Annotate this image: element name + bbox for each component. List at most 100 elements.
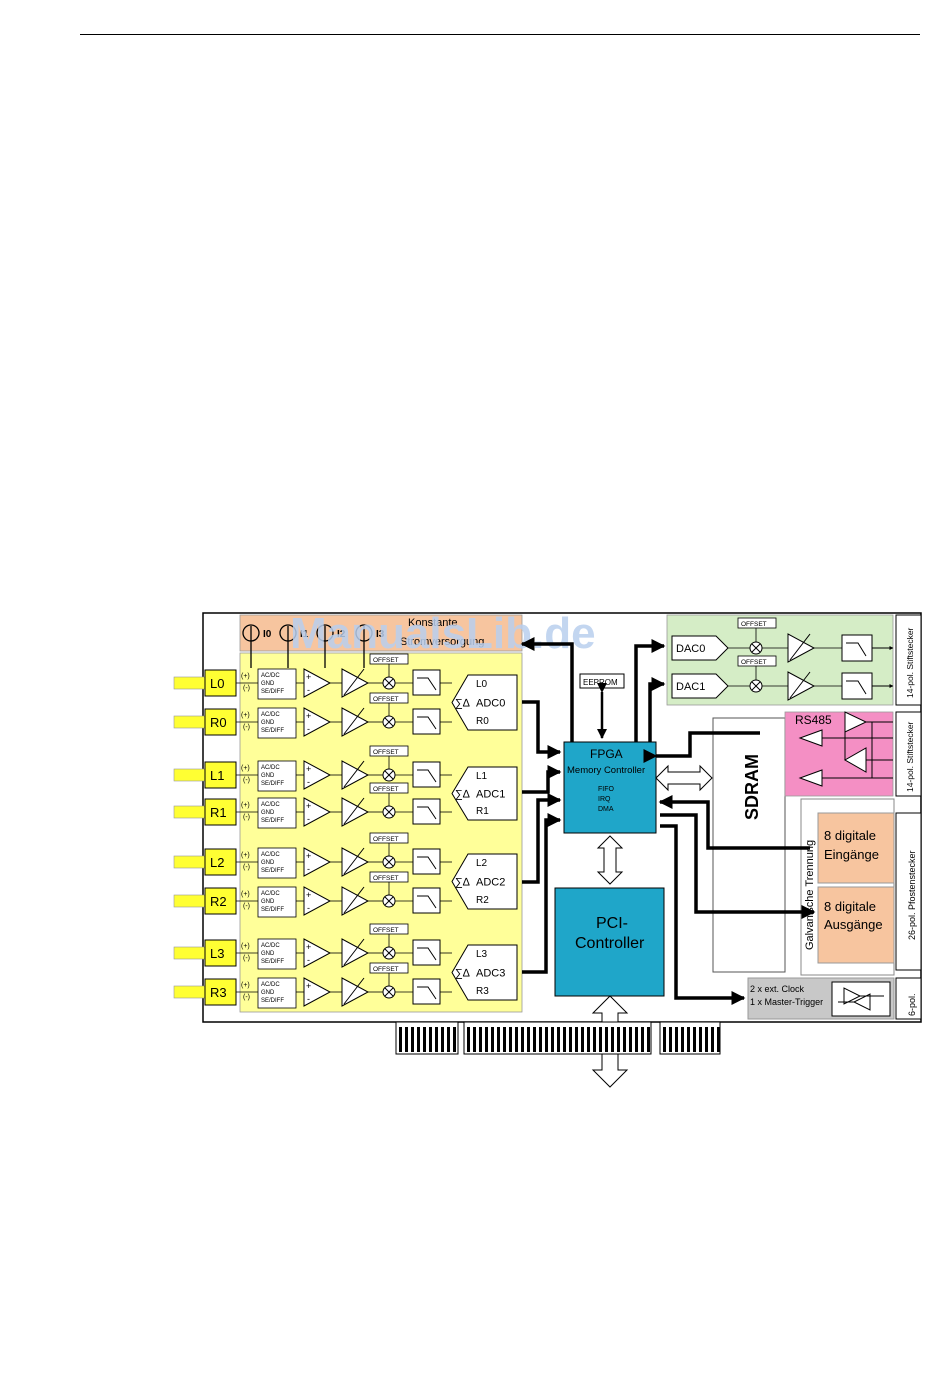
offset-label: OFFSET	[373, 696, 399, 703]
sdram-block: SDRAM	[655, 717, 786, 973]
pci-edge-pin	[503, 1027, 506, 1052]
opamp-minus: -	[307, 814, 310, 824]
pci-label-2: Controller	[575, 935, 645, 952]
mixer-x	[384, 770, 394, 780]
input-tab	[173, 985, 206, 999]
opamp-plus: +	[306, 672, 311, 682]
conditioning-box	[257, 977, 297, 1009]
polarity-minus: (-)	[243, 994, 250, 1001]
input-label: R1	[210, 805, 227, 820]
digital-in-label-2: Eingänge	[824, 847, 879, 862]
input-tab	[173, 715, 206, 729]
conditioning-label: AC/DC	[261, 852, 280, 858]
adc-right-label: R1	[476, 806, 489, 817]
mixer-x	[751, 643, 761, 653]
galvanic-label: Galvanische Trennung	[804, 840, 816, 950]
clock-trigger-block: 2 x ext. Clock 1 x Master-Trigger	[747, 977, 895, 1020]
polarity-minus: (-)	[243, 814, 250, 821]
adc-left-label: L3	[476, 949, 488, 960]
pci-label-1: PCI-	[596, 915, 628, 932]
adc-sigma-delta: ∑∆	[455, 968, 470, 980]
current-source-0: I0	[242, 624, 272, 668]
pci-controller-block: PCI- Controller	[554, 887, 665, 997]
pci-edge-connector	[395, 1021, 721, 1055]
pga-symbol	[341, 886, 370, 916]
pga-gain-arrow	[343, 797, 365, 825]
page-header-rule	[80, 34, 920, 35]
conditioning-label: AC/DC	[261, 982, 280, 988]
adc-sigma-delta: ∑∆	[455, 698, 470, 710]
pci-edge-pin	[521, 1027, 524, 1052]
conditioning-label: GND	[261, 951, 275, 957]
fpga-sdram-arrow	[655, 764, 713, 792]
adc-name: ADC1	[476, 789, 505, 801]
pci-edge-pin	[681, 1027, 684, 1052]
offset-label: OFFSET	[373, 875, 399, 882]
polarity-plus: (+)	[241, 712, 250, 719]
mixer-x	[384, 857, 394, 867]
input-tab	[173, 946, 206, 960]
polarity-plus: (+)	[241, 943, 250, 950]
adc-name: ADC0	[476, 698, 505, 710]
pci-edge-pin	[539, 1027, 542, 1052]
pci-edge-pin	[623, 1027, 626, 1052]
dac-label: DAC1	[676, 681, 705, 693]
pga-gain-arrow	[343, 760, 365, 788]
mixer-x	[384, 678, 394, 688]
polarity-minus: (-)	[243, 864, 250, 871]
opamp-minus: -	[307, 903, 310, 913]
pci-edge-pin	[497, 1027, 500, 1052]
conditioning-box	[257, 847, 297, 879]
input-tab	[173, 805, 206, 819]
current-source-label: I1	[300, 629, 309, 640]
connector-label-4: 6-pol.	[907, 993, 917, 1016]
pci-edge-pin	[479, 1027, 482, 1052]
polarity-minus: (-)	[243, 903, 250, 910]
opamp-minus: -	[307, 777, 310, 787]
opamp-plus: +	[306, 890, 311, 900]
filter-curve	[417, 895, 437, 909]
conditioning-label: SE/DIFF	[261, 728, 284, 734]
offset-box	[737, 655, 777, 667]
pci-edge-pin	[647, 1027, 650, 1052]
conditioning-label: GND	[261, 773, 275, 779]
rs485-block: RS485	[784, 711, 894, 797]
fpga-block: FPGA Memory Controller FIFO IRQ DMA	[563, 741, 657, 834]
opamp-minus: -	[307, 685, 310, 695]
input-connector	[204, 848, 237, 876]
pga-gain-arrow	[343, 668, 365, 696]
pci-edge-pin	[545, 1027, 548, 1052]
pci-edge-pin	[399, 1027, 402, 1052]
fpga-item-fifo: FIFO	[598, 786, 614, 793]
polarity-plus: (+)	[241, 802, 250, 809]
conditioning-label: SE/DIFF	[261, 781, 284, 787]
clock-label-2: 1 x Master-Trigger	[750, 997, 823, 1007]
adc-name: ADC2	[476, 877, 505, 889]
conditioning-label: AC/DC	[261, 802, 280, 808]
pci-edge-pin	[669, 1027, 672, 1052]
conditioning-label: SE/DIFF	[261, 818, 284, 824]
pci-edge-pin	[687, 1027, 690, 1052]
pci-edge-pin	[411, 1027, 414, 1052]
adc-sigma-delta: ∑∆	[455, 877, 470, 889]
opamp-symbol	[303, 760, 332, 790]
digital-io-area: Galvanische Trennung 8 digitale Eingänge…	[800, 798, 895, 976]
pga-symbol	[341, 977, 370, 1007]
pci-edge-pin	[693, 1027, 696, 1052]
current-source-label-1: Konstante	[408, 617, 458, 629]
amplifier-symbol	[787, 671, 816, 701]
input-label: L3	[210, 946, 224, 961]
digital-out-label-1: 8 digitale	[824, 899, 876, 914]
opamp-symbol	[303, 938, 332, 968]
adc-symbol	[451, 853, 518, 910]
fpga-item-irq: IRQ	[598, 796, 611, 803]
digital-in-label-1: 8 digitale	[824, 828, 876, 843]
pci-edge-pin	[447, 1027, 450, 1052]
offset-label: OFFSET	[741, 659, 767, 666]
pci-edge-pin	[515, 1027, 518, 1052]
opamp-minus: -	[307, 724, 310, 734]
